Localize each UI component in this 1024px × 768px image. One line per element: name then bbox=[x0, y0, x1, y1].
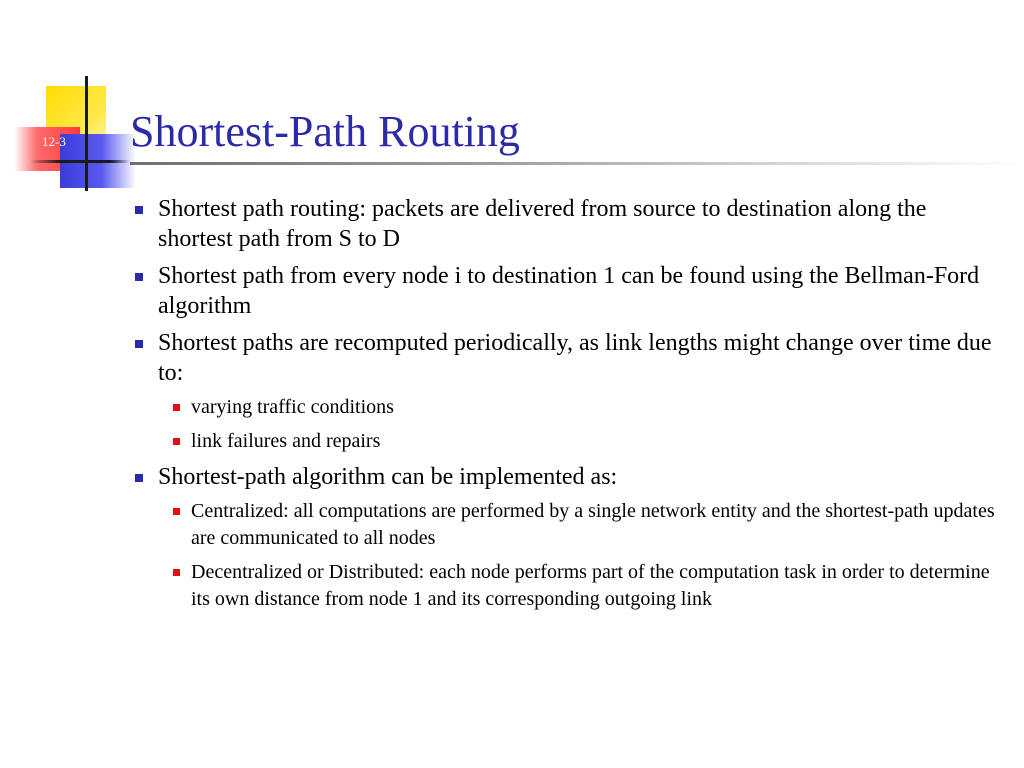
bullet-item: Shortest path routing: packets are deliv… bbox=[130, 194, 1000, 254]
sub-bullet-square-icon bbox=[173, 569, 180, 576]
sub-bullet-square-icon bbox=[173, 438, 180, 445]
bullet-square-icon bbox=[135, 273, 143, 281]
bullet-square-icon bbox=[135, 340, 143, 348]
bullet-item: Shortest path from every node i to desti… bbox=[130, 261, 1000, 321]
bullet-text: Shortest paths are recomputed periodical… bbox=[158, 330, 992, 386]
bullet-item: Shortest-path algorithm can be implement… bbox=[130, 462, 1000, 613]
sub-bullet-item: varying traffic conditions bbox=[158, 394, 1000, 421]
sub-bullet-item: link failures and repairs bbox=[158, 428, 1000, 455]
bullet-text: Shortest-path algorithm can be implement… bbox=[158, 464, 618, 490]
bullet-square-icon bbox=[135, 206, 143, 214]
sub-bullet-text: varying traffic conditions bbox=[191, 396, 394, 418]
bullet-list: Shortest path routing: packets are deliv… bbox=[130, 194, 1000, 620]
logo-vertical-line bbox=[85, 76, 88, 191]
bullet-item: Shortest paths are recomputed periodical… bbox=[130, 328, 1000, 455]
sub-bullet-list: varying traffic conditions link failures… bbox=[158, 394, 1000, 455]
corner-logo: 12-3 bbox=[0, 0, 140, 200]
bullet-square-icon bbox=[135, 474, 143, 482]
sub-bullet-list: Centralized: all computations are perfor… bbox=[158, 498, 1000, 613]
sub-bullet-item: Decentralized or Distributed: each node … bbox=[158, 559, 1000, 613]
title-divider bbox=[130, 162, 1020, 165]
sub-bullet-text: link failures and repairs bbox=[191, 430, 381, 452]
bullet-text: Shortest path from every node i to desti… bbox=[158, 263, 980, 319]
sub-bullet-square-icon bbox=[173, 404, 180, 411]
sub-bullet-text: Decentralized or Distributed: each node … bbox=[191, 561, 990, 610]
bullet-text: Shortest path routing: packets are deliv… bbox=[158, 196, 927, 252]
sub-bullet-square-icon bbox=[173, 508, 180, 515]
slide-title: Shortest-Path Routing bbox=[130, 107, 520, 156]
sub-bullet-item: Centralized: all computations are perfor… bbox=[158, 498, 1000, 552]
slide-number: 12-3 bbox=[42, 134, 66, 149]
logo-horizontal-line bbox=[30, 160, 130, 163]
sub-bullet-text: Centralized: all computations are perfor… bbox=[191, 500, 995, 549]
